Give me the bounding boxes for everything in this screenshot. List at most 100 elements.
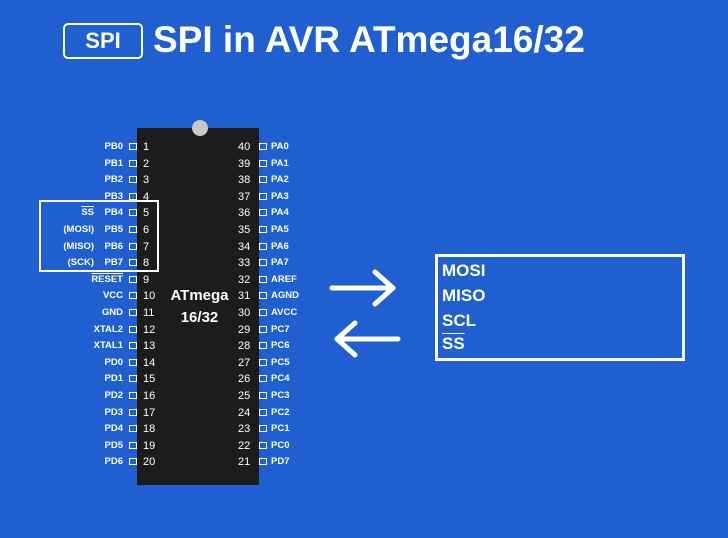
pin-label-text: RESET [91, 274, 123, 285]
pin-label: PD2 [105, 390, 123, 402]
pin-marker [129, 409, 137, 416]
pin-label: PB5 [105, 224, 123, 236]
pin-marker [129, 342, 137, 349]
pin-marker [129, 209, 137, 216]
pin-label-text: PB2 [104, 174, 123, 185]
pin-number: 32 [238, 274, 251, 286]
pin-label: PB1 [105, 158, 123, 170]
pin-alt-function: SS [81, 207, 94, 219]
pin-marker [259, 176, 267, 183]
pin-marker [259, 442, 267, 449]
pin-label: PB7 [105, 257, 123, 269]
pin-number: 21 [238, 456, 251, 468]
pin-number: 7 [143, 241, 150, 253]
pin-alt-function: (SCK) [68, 257, 94, 269]
pin-marker [259, 342, 267, 349]
pin-label-text: PD4 [104, 423, 123, 434]
pin-marker [129, 392, 137, 399]
pin-label-text: PB3 [104, 191, 123, 202]
pin-number: 20 [143, 456, 156, 468]
pin-label: PC0 [271, 440, 290, 451]
pin-label: AREF [271, 274, 297, 285]
pin-marker [259, 193, 267, 200]
pin-label-text: XTAL2 [93, 324, 123, 335]
pin-label: PA6 [271, 241, 289, 252]
pin-marker [259, 226, 267, 233]
signal-scl: SCL [442, 311, 476, 330]
pin-number: 14 [143, 357, 156, 369]
pin-label: GND [102, 307, 123, 319]
pin-marker [259, 392, 267, 399]
pin-label: PA4 [271, 207, 289, 218]
pin-marker [259, 409, 267, 416]
pin-label: PC3 [271, 390, 290, 401]
pin-marker [259, 243, 267, 250]
spi-badge: SPI [63, 23, 143, 59]
pin-number: 34 [238, 241, 251, 253]
pin-number: 3 [143, 174, 150, 186]
pin-label: PB6 [105, 241, 123, 253]
signal-ss: SS [442, 334, 465, 353]
pin-marker [259, 160, 267, 167]
pin-marker [259, 209, 267, 216]
pin-label: PB2 [105, 174, 123, 186]
pin-label: RESET [91, 274, 123, 286]
pin-label-text: PB4 [104, 207, 123, 218]
chip-body [137, 128, 259, 485]
pin-marker [129, 309, 137, 316]
pin-label-text: PD3 [104, 407, 123, 418]
pin-label: AGND [271, 290, 299, 301]
pin-number: 23 [238, 423, 251, 435]
pin-marker [129, 259, 137, 266]
pin-number: 29 [238, 324, 251, 336]
pin-label: PC1 [271, 423, 290, 434]
pin-number: 6 [143, 224, 150, 236]
pin-label-text: PB0 [104, 141, 123, 152]
chip-label-line2: 16/32 [180, 309, 219, 326]
pin-marker [129, 176, 137, 183]
pin-label-text: VCC [102, 290, 123, 301]
pin-marker [129, 458, 137, 465]
pin-label: XTAL2 [94, 324, 123, 336]
pin-number: 25 [238, 390, 251, 402]
pin-marker [259, 375, 267, 382]
pin-label: PD3 [105, 407, 123, 419]
pin-number: 5 [143, 207, 150, 219]
pin-label: PA7 [271, 257, 289, 268]
pin-label: PD1 [105, 373, 123, 385]
pin-marker [129, 425, 137, 432]
spi-pins-highlight [39, 200, 159, 272]
pin-number: 26 [238, 373, 251, 385]
pin-marker [129, 442, 137, 449]
pin-marker [129, 375, 137, 382]
pin-number: 27 [238, 357, 251, 369]
pin-marker [129, 292, 137, 299]
pin-label-text: PD1 [104, 373, 123, 384]
pin-label-text: PB1 [104, 158, 123, 169]
pin-number: 13 [143, 340, 156, 352]
pin-marker [129, 359, 137, 366]
pin-label: PC5 [271, 357, 290, 368]
pin-label: PC6 [271, 340, 290, 351]
pin-number: 22 [238, 440, 251, 452]
pin-alt-text: SS [81, 207, 94, 218]
pin-marker [259, 458, 267, 465]
pin-label-text: PB6 [104, 241, 123, 252]
pin-label: PC7 [271, 324, 290, 335]
pin-alt-text: (MOSI) [63, 224, 94, 235]
pin-label: PC4 [271, 373, 290, 384]
pin-number: 12 [143, 324, 156, 336]
pin-label: PD0 [105, 357, 123, 369]
pin-marker [129, 243, 137, 250]
pin-label-text: PD5 [104, 440, 123, 451]
pin-label: PA2 [271, 174, 289, 185]
pin-label-text: PB5 [104, 224, 123, 235]
pin-alt-text: (MISO) [63, 241, 94, 252]
pin-number: 38 [238, 174, 251, 186]
page-title: SPI in AVR ATmega16/32 [153, 19, 585, 60]
pin-number: 37 [238, 191, 251, 203]
pin-number: 10 [143, 290, 156, 302]
pin-label: AVCC [271, 307, 298, 318]
arrow-left-icon [334, 320, 401, 358]
pin-label: PD5 [105, 440, 123, 452]
